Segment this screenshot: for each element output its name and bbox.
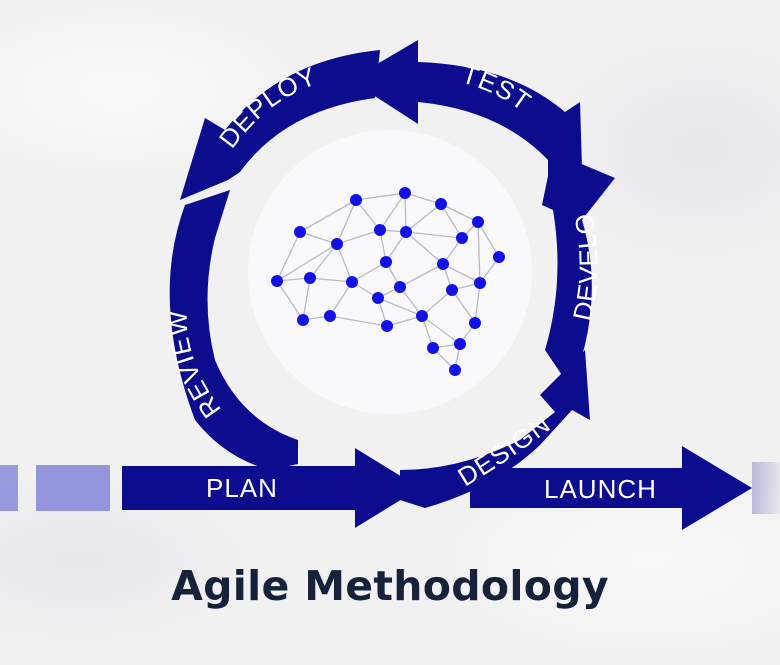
brain-node	[346, 276, 358, 288]
brain-node	[454, 338, 466, 350]
brain-node	[416, 310, 428, 322]
brain-node	[427, 342, 439, 354]
brain-node	[331, 238, 343, 250]
brain-network-icon	[271, 187, 505, 376]
brain-edge	[309, 277, 353, 283]
launch-arrow	[470, 446, 752, 530]
brain-edge	[377, 297, 423, 317]
brain-edge	[451, 289, 476, 324]
brain-node	[324, 310, 336, 322]
brain-edge	[399, 286, 423, 317]
brain-node	[374, 224, 386, 236]
plan-arrow	[122, 448, 420, 528]
brain-edge	[309, 243, 338, 279]
brain-edge	[386, 315, 423, 327]
page-title: Agile Methodology	[171, 562, 609, 610]
brain-node	[437, 258, 449, 270]
brain-node	[469, 317, 481, 329]
plan-label: PLAN	[206, 473, 278, 503]
review-arrow	[169, 190, 298, 470]
brain-edge	[302, 277, 311, 321]
brain-edge	[477, 221, 481, 284]
brain-edge	[276, 231, 301, 282]
brain-node	[350, 194, 362, 206]
brain-node	[399, 187, 411, 199]
brain-node	[446, 284, 458, 296]
brain-node	[381, 320, 393, 332]
brain-edge	[379, 192, 406, 231]
brain-node	[372, 292, 384, 304]
brain-edge	[336, 199, 357, 245]
brain-edge	[336, 243, 353, 283]
brain-edge	[299, 199, 357, 233]
brain-edge	[399, 263, 444, 288]
brain-edge	[440, 203, 479, 223]
brain-node	[435, 198, 447, 210]
brain-edge	[404, 192, 407, 233]
brain-edge	[477, 221, 500, 258]
timeline-block-left-2	[36, 465, 110, 511]
brain-edge	[421, 289, 453, 317]
develop-arrow	[542, 150, 615, 390]
agile-cycle-diagram: PLAN LAUNCH DESIGN DEVELOP TEST DEPLOY R…	[0, 0, 780, 530]
brain-node	[472, 216, 484, 228]
brain-edge	[299, 231, 338, 245]
brain-node	[394, 281, 406, 293]
brain-edge	[421, 315, 461, 345]
brain-edge	[276, 243, 338, 282]
test-arrow	[350, 40, 582, 168]
brain-node	[493, 251, 505, 263]
brain-node	[456, 232, 468, 244]
brain-edge	[385, 231, 407, 263]
brain-node	[380, 256, 392, 268]
brain-edge	[329, 281, 353, 317]
launch-label: LAUNCH	[544, 474, 657, 504]
brain-edge	[329, 315, 388, 327]
brain-edge	[404, 192, 442, 205]
brain-edge	[276, 280, 304, 321]
brain-edge	[474, 282, 481, 324]
design-arrow	[400, 350, 590, 508]
timeline-block-left-1	[0, 465, 18, 511]
brain-node	[474, 277, 486, 289]
brain-edge	[405, 203, 442, 233]
brain-edge	[355, 192, 406, 201]
brain-edge	[355, 199, 381, 231]
brain-node	[297, 314, 309, 326]
timeline-block-right	[752, 462, 780, 514]
brain-edge	[405, 231, 463, 239]
brain-node	[294, 226, 306, 238]
brain-node	[400, 226, 412, 238]
brain-edge	[351, 261, 387, 283]
deploy-arrow	[180, 50, 380, 200]
brain-edge	[336, 229, 381, 245]
brain-edge	[440, 203, 463, 239]
brain-node	[304, 272, 316, 284]
brain-edge	[405, 231, 444, 265]
brain-node	[271, 275, 283, 287]
brain-edge	[442, 263, 481, 284]
brain-node	[449, 364, 461, 376]
